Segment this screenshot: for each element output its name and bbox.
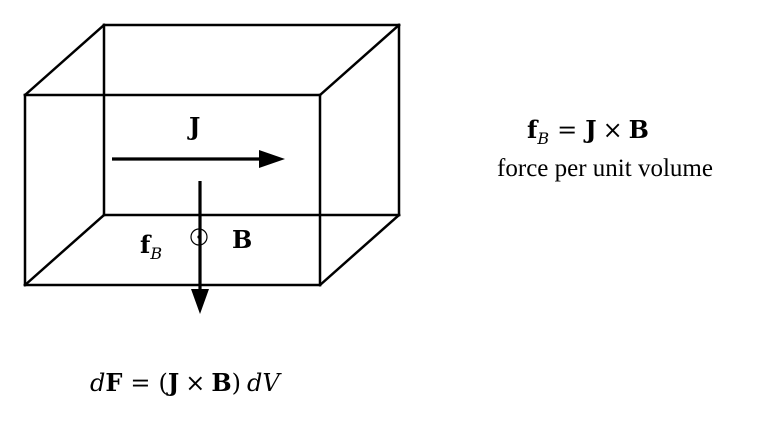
eq-right-j: J (583, 115, 596, 144)
eq-right-times: × (603, 116, 623, 144)
eq-right-f: f (527, 115, 539, 144)
eq-bottom-dv: dV (247, 369, 282, 397)
field-label: B (232, 225, 252, 254)
eq-bottom-j: J (166, 368, 179, 397)
force-label-symbol: f (140, 230, 152, 259)
connector-top-right (318, 23, 401, 97)
eq-bottom-b: B (211, 368, 231, 397)
current-label: J (187, 112, 200, 141)
force-arrow-head (191, 289, 209, 314)
eq-bottom-equals: = (130, 369, 150, 397)
force-element-equation: dF = (J×B)dV (90, 368, 282, 397)
field-out-of-page-icon (190, 228, 208, 246)
connector-bottom-left (23, 213, 106, 287)
force-arrow (191, 181, 209, 314)
eq-bottom-f: F (105, 368, 122, 397)
force-label: fB (140, 230, 162, 263)
current-arrow (112, 150, 285, 168)
eq-right-equals: = (557, 116, 577, 144)
eq-right-subscript: B (536, 129, 549, 148)
connector-top-left (23, 23, 106, 97)
eq-right-b: B (629, 115, 649, 144)
force-density-equation: fB=J×B (527, 115, 649, 148)
force-label-subscript: B (149, 244, 162, 263)
eq-bottom-close-paren: ) (232, 369, 241, 397)
connector-bottom-right (318, 213, 401, 287)
eq-bottom-d: d (90, 369, 105, 397)
current-arrow-head (259, 150, 285, 168)
volume-box (23, 23, 401, 287)
eq-bottom-times: × (185, 369, 205, 397)
force-density-caption: force per unit volume (497, 155, 713, 182)
eq-bottom-open-paren: ( (159, 369, 168, 397)
